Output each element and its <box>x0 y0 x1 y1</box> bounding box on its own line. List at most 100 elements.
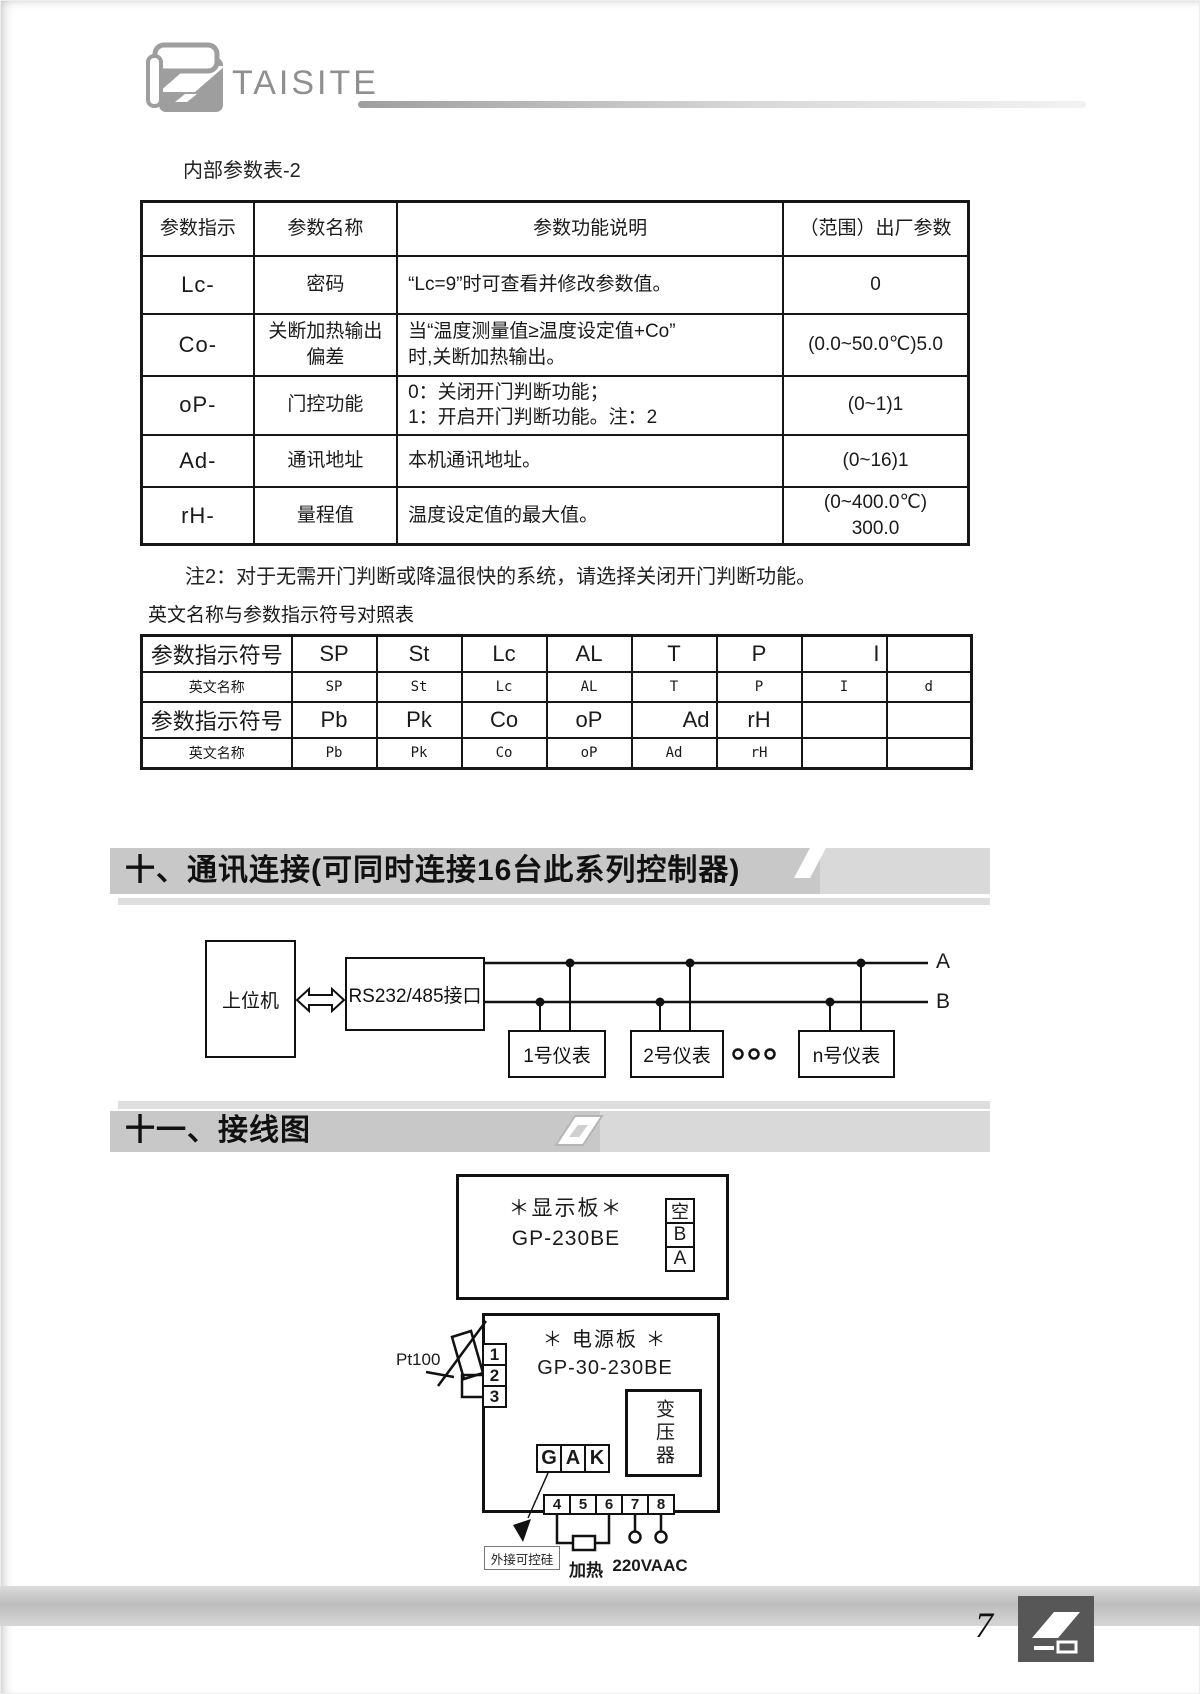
param-desc: 温度设定值的最大值。 <box>396 485 785 546</box>
symbol-cell: T <box>630 634 718 673</box>
header-rule <box>358 101 1086 108</box>
meter-n-box: n号仪表 <box>798 1030 895 1078</box>
pt100-sensor-icon <box>450 1329 485 1381</box>
mapping-table: 参数指示符号 SP St Lc AL T P I 英文名称 SP St Lc A… <box>140 634 973 770</box>
pt100-label: Pt100 <box>396 1350 441 1369</box>
table-row: Ad- 通讯地址 本机通讯地址。 (0~16)1 <box>140 433 970 488</box>
symbol-cell: Ad <box>630 701 718 739</box>
power-board-label: ＊ 电源板 ＊ GP-30-230BE <box>510 1326 700 1382</box>
param-range: 0 <box>782 254 970 315</box>
name-cell: T <box>630 671 718 703</box>
heater-label: 加热 <box>569 1561 603 1580</box>
param-name: 关断加热输出 偏差 <box>252 312 399 377</box>
wiring-lines <box>425 1320 668 1552</box>
display-board-label: ＊显示板＊ GP-230BE <box>476 1194 656 1254</box>
param-code: rH- <box>140 485 255 546</box>
symbol-cell: Pb <box>290 701 378 739</box>
col-header: 参数名称 <box>252 200 399 257</box>
double-arrow-icon <box>296 986 345 1014</box>
power-voltage-label: 220VAAC <box>612 1556 688 1575</box>
name-cell <box>800 737 888 770</box>
table-row: 参数指示符号 SP St Lc AL T P I <box>140 634 973 673</box>
sensor-lead-line <box>425 1370 455 1379</box>
table-row: rH- 量程值 温度设定值的最大值。 (0~400.0℃) 300.0 <box>140 485 970 546</box>
symbol-cell: Pk <box>375 701 463 739</box>
symbol-cell: AL <box>545 634 633 673</box>
ellipsis-dots-icon <box>732 1048 776 1060</box>
param-desc: “Lc=9”时可查看并修改参数值。 <box>396 254 785 315</box>
table-row: Lc- 密码 “Lc=9”时可查看并修改参数值。 0 <box>140 254 970 315</box>
wiring-diagram: ＊显示板＊ GP-230BE 空 B A ＊ 电源板 ＊ GP-30-230BE <box>380 1170 810 1590</box>
meter-1-box: 1号仪表 <box>508 1030 606 1078</box>
param-code: Lc- <box>140 254 255 315</box>
param-name: 通讯地址 <box>252 433 399 488</box>
display-board-title: ＊显示板＊ <box>508 1197 624 1220</box>
power-board-title: ＊ 电源板 ＊ <box>542 1329 668 1351</box>
param-range: (0~400.0℃) 300.0 <box>782 485 970 546</box>
scr-arrow <box>527 1472 549 1519</box>
band-light-segment <box>820 848 990 894</box>
footer-logo-box <box>1018 1596 1094 1662</box>
name-cell: Pb <box>290 737 378 770</box>
table-row: 英文名称 Pb Pk Co oP Ad rH <box>140 737 973 770</box>
scr-label-box: 外接可控硅 <box>484 1546 560 1570</box>
terminal-5: 5 <box>569 1494 597 1515</box>
line-a-label: A <box>936 950 951 973</box>
section11-title: 十一、接线图 <box>125 1114 311 1147</box>
terminal-4: 4 <box>543 1494 571 1515</box>
meter-2-box: 2号仪表 <box>630 1030 724 1078</box>
col-header: （范围）出厂参数 <box>782 200 970 257</box>
param-desc: 本机通讯地址。 <box>396 433 785 488</box>
row-label: 参数指示符号 <box>140 634 293 673</box>
power-board-model: GP-30-230BE <box>537 1357 673 1379</box>
section11-band: 十一、接线图 <box>110 1111 990 1152</box>
footer-logo-glyph-icon <box>1032 1612 1080 1654</box>
symbol-cell <box>885 634 973 673</box>
row-label: 参数指示符号 <box>140 701 293 739</box>
param-table-caption: 内部参数表-2 <box>183 160 301 182</box>
table-row: 参数指示符号 Pb Pk Co oP Ad rH <box>140 701 973 739</box>
terminal-1: 1 <box>482 1343 507 1366</box>
comm-wiring-lines <box>485 958 928 1060</box>
brand-logo-icon <box>145 42 241 116</box>
footer-band <box>0 1586 1200 1626</box>
mapping-table-title: 英文名称与参数指示符号对照表 <box>148 605 415 626</box>
transformer-box: 变压器 <box>625 1389 702 1477</box>
param-range: (0~16)1 <box>782 433 970 488</box>
param-name: 门控功能 <box>252 374 399 436</box>
comm-diagram: 上位机 RS232/485接口 A B 1号仪表 2号仪表 n号仪表 <box>110 930 990 1100</box>
gak-cell-a: A <box>560 1444 586 1473</box>
band-logo-glyph-icon <box>554 1115 604 1146</box>
section10-band: 十、通讯连接(可同时连接16台此系列控制器) <box>110 848 990 894</box>
name-cell <box>885 737 973 770</box>
name-cell: SP <box>290 671 378 703</box>
name-cell: rH <box>715 737 803 770</box>
name-cell: Co <box>460 737 548 770</box>
page-number: 7 <box>975 1605 993 1645</box>
line-b-label: B <box>936 990 951 1013</box>
param-range: (0.0~50.0℃)5.0 <box>782 312 970 377</box>
param-name: 量程值 <box>252 485 399 546</box>
terminal-2: 2 <box>482 1364 507 1387</box>
name-cell: oP <box>545 737 633 770</box>
display-board-model: GP-230BE <box>511 1227 621 1250</box>
name-cell: Pk <box>375 737 463 770</box>
host-computer-box: 上位机 <box>205 940 296 1058</box>
heater-resistor-icon <box>571 1534 597 1552</box>
terminal-7: 7 <box>621 1494 649 1515</box>
col-header: 参数功能说明 <box>396 200 785 257</box>
param-range: (0~1)1 <box>782 374 970 436</box>
name-cell: AL <box>545 671 633 703</box>
symbol-cell: SP <box>290 634 378 673</box>
param-desc: 0：关闭开门判断功能； 1：开启开门判断功能。注：2 <box>396 374 785 436</box>
band-shadow-stripe <box>118 1101 990 1109</box>
band-shadow-stripe <box>118 898 990 905</box>
connector-cell-a: A <box>665 1246 695 1272</box>
connector-cell-empty: 空 <box>665 1198 695 1224</box>
param-table-header-row: 参数指示 参数名称 参数功能说明 （范围）出厂参数 <box>140 200 970 257</box>
name-cell: Lc <box>460 671 548 703</box>
symbol-cell: oP <box>545 701 633 739</box>
rs232-485-interface-box: RS232/485接口 <box>345 957 485 1031</box>
power-terminal-icon <box>628 1530 642 1544</box>
arrowhead-icon <box>513 1519 531 1542</box>
